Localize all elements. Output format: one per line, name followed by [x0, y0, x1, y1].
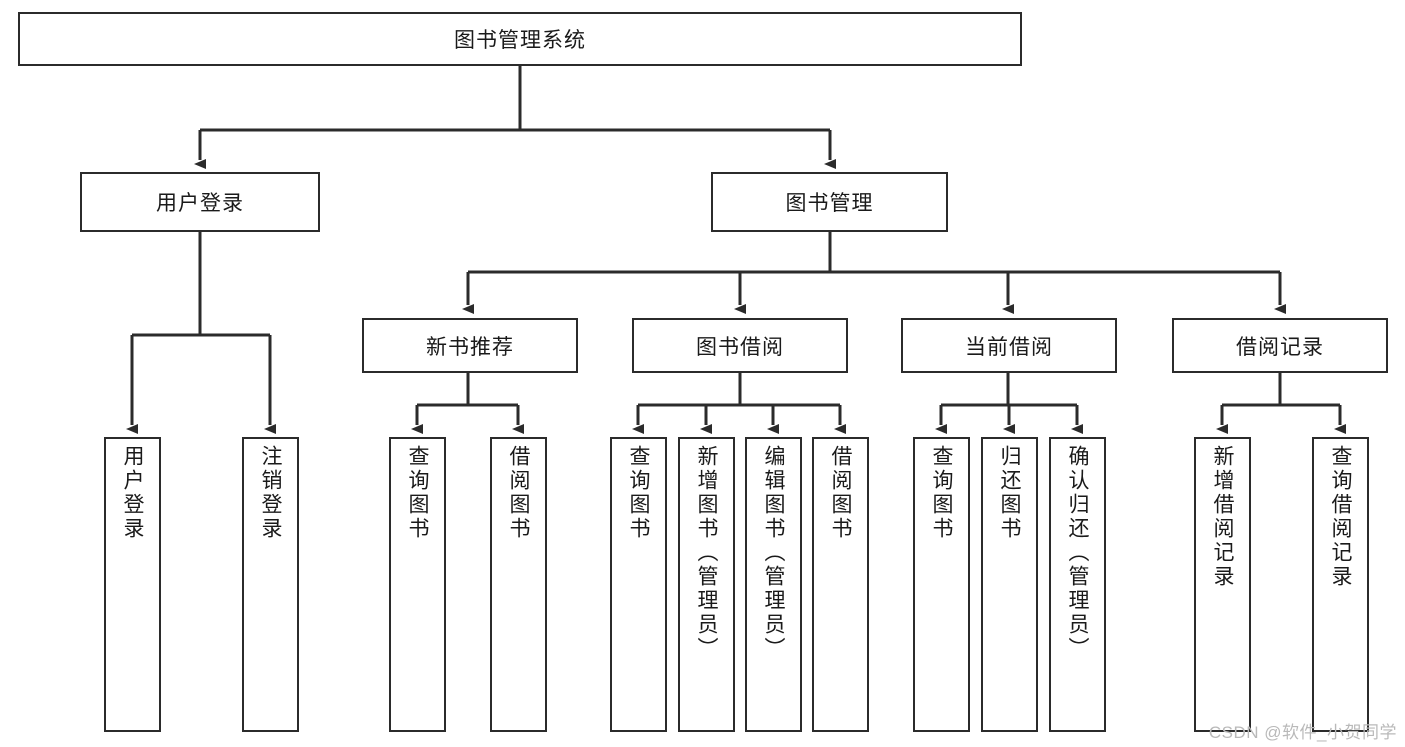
node-leaf-add-record[interactable]: 新增借阅记录 — [1194, 437, 1251, 732]
node-root-system[interactable]: 图书管理系统 — [18, 12, 1022, 66]
node-leaf-confirm-return-label: 确认归还（管理员） — [1066, 445, 1089, 661]
node-borrow-record-label: 借阅记录 — [1236, 335, 1324, 359]
node-leaf-edit-book-label: 编辑图书（管理员） — [762, 445, 785, 661]
node-leaf-add-record-label: 新增借阅记录 — [1211, 445, 1234, 589]
node-new-book-recommend[interactable]: 新书推荐 — [362, 318, 578, 373]
node-borrow-record[interactable]: 借阅记录 — [1172, 318, 1388, 373]
node-leaf-query-book-1-label: 查询图书 — [406, 445, 429, 541]
node-leaf-return-book-label: 归还图书 — [998, 445, 1021, 541]
node-leaf-add-book-label: 新增图书（管理员） — [695, 445, 718, 661]
node-leaf-borrow-book-1-label: 借阅图书 — [507, 445, 530, 541]
node-book-management[interactable]: 图书管理 — [711, 172, 948, 232]
node-leaf-query-record-label: 查询借阅记录 — [1329, 445, 1352, 589]
node-leaf-user-logout[interactable]: 注销登录 — [242, 437, 299, 732]
node-root-system-label: 图书管理系统 — [454, 29, 586, 52]
node-leaf-edit-book[interactable]: 编辑图书（管理员） — [745, 437, 802, 732]
node-leaf-query-book-1[interactable]: 查询图书 — [389, 437, 446, 732]
node-user-login[interactable]: 用户登录 — [80, 172, 320, 232]
node-book-management-label: 图书管理 — [785, 192, 874, 215]
node-leaf-user-logout-label: 注销登录 — [259, 445, 282, 541]
node-leaf-confirm-return[interactable]: 确认归还（管理员） — [1049, 437, 1106, 732]
node-leaf-query-record[interactable]: 查询借阅记录 — [1312, 437, 1369, 732]
node-leaf-user-login-label: 用户登录 — [121, 445, 144, 541]
node-leaf-query-book-2-label: 查询图书 — [627, 445, 650, 541]
node-book-borrow-label: 图书借阅 — [696, 335, 784, 359]
node-leaf-query-book-3[interactable]: 查询图书 — [913, 437, 970, 732]
node-current-borrow[interactable]: 当前借阅 — [901, 318, 1117, 373]
node-leaf-query-book-3-label: 查询图书 — [930, 445, 953, 541]
node-leaf-user-login[interactable]: 用户登录 — [104, 437, 161, 732]
node-leaf-borrow-book-2-label: 借阅图书 — [829, 445, 852, 541]
watermark: CSDN @软件_小贺同学 — [1208, 723, 1397, 742]
node-leaf-borrow-book-1[interactable]: 借阅图书 — [490, 437, 547, 732]
node-user-login-label: 用户登录 — [156, 192, 244, 215]
node-leaf-borrow-book-2[interactable]: 借阅图书 — [812, 437, 869, 732]
node-leaf-add-book[interactable]: 新增图书（管理员） — [678, 437, 735, 732]
node-book-borrow[interactable]: 图书借阅 — [632, 318, 848, 373]
node-current-borrow-label: 当前借阅 — [965, 335, 1053, 359]
node-new-book-recommend-label: 新书推荐 — [426, 335, 514, 359]
node-leaf-return-book[interactable]: 归还图书 — [981, 437, 1038, 732]
node-leaf-query-book-2[interactable]: 查询图书 — [610, 437, 667, 732]
